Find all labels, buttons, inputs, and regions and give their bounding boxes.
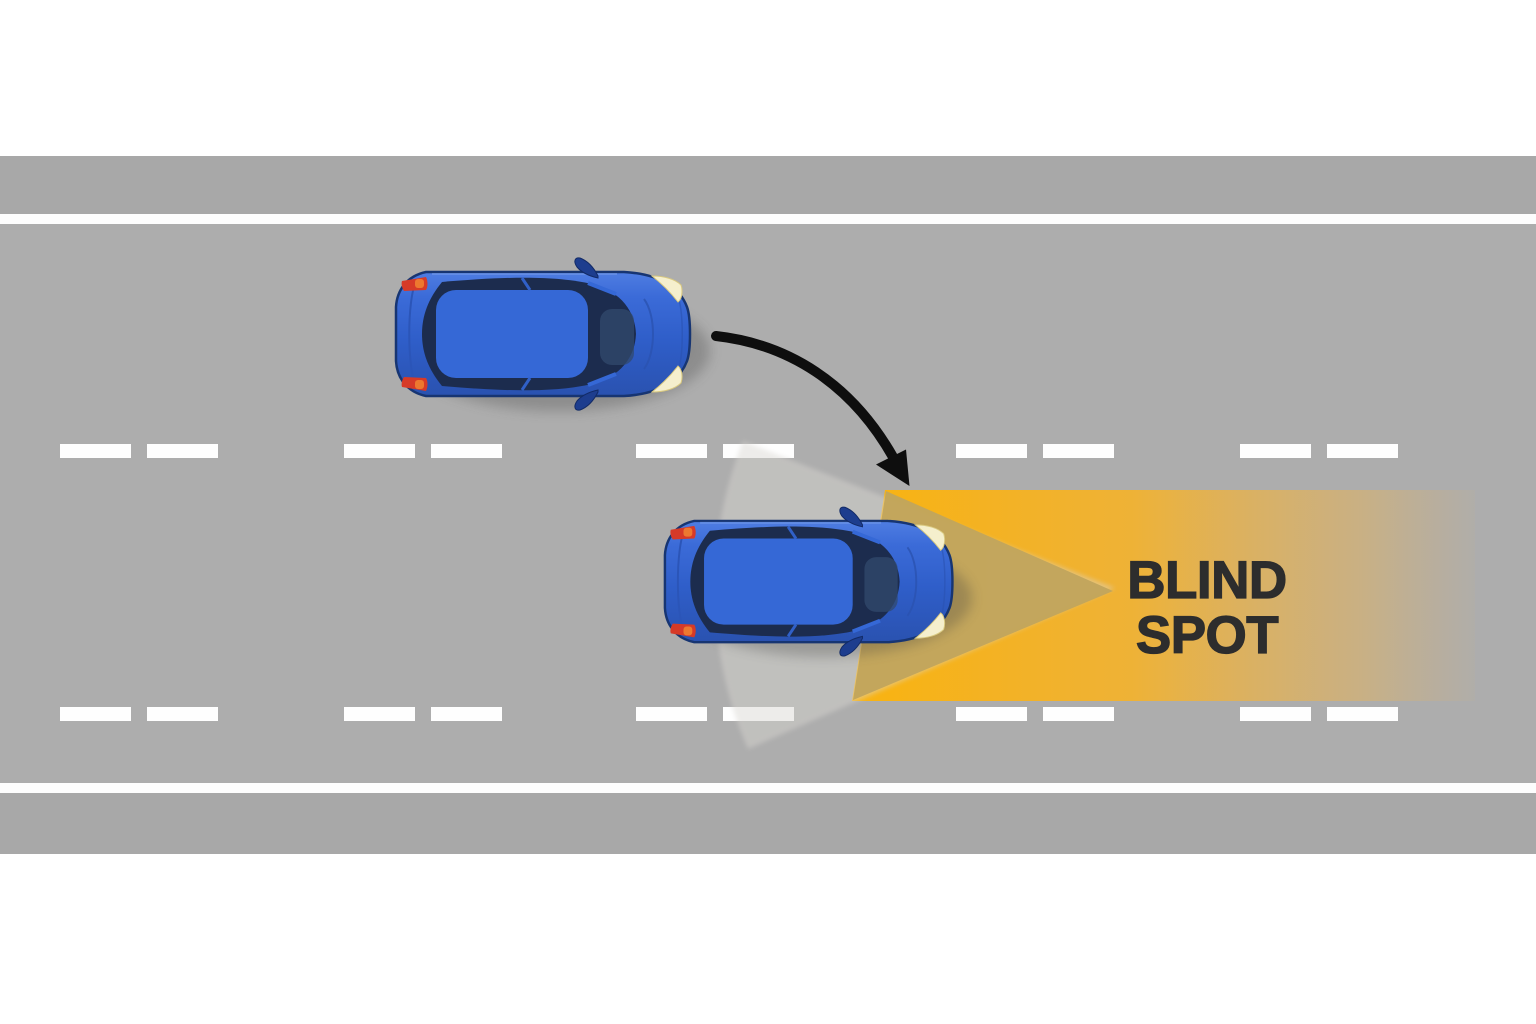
overtaking-car	[396, 258, 710, 411]
lane-marking-dash	[60, 707, 131, 721]
lane-marking-dash	[431, 444, 502, 458]
lane-marking-dash	[636, 707, 707, 721]
lane-marking-dash	[60, 444, 131, 458]
road-shoulder-top	[0, 156, 1536, 214]
lane-marking-dash	[956, 444, 1027, 458]
road-shoulder-bottom	[0, 793, 1536, 854]
driver-car	[665, 507, 972, 657]
lane-marking-dash	[344, 444, 415, 458]
lane-change-arrow-head	[876, 449, 910, 486]
lane-change-arrow-curve	[711, 331, 898, 462]
road-edge-line-top	[0, 214, 1536, 224]
lane-marking-dash	[147, 707, 218, 721]
lane-markings	[60, 444, 1398, 721]
lane-marking-dash	[636, 444, 707, 458]
lane-marking-dash	[1240, 444, 1311, 458]
road-edge-line-bottom	[0, 783, 1536, 793]
lane-marking-dash	[1043, 707, 1114, 721]
lane-marking-dash	[344, 707, 415, 721]
lane-marking-dash	[147, 444, 218, 458]
lane-marking-dash	[1327, 444, 1398, 458]
blind-spot-label: BLIND SPOT	[1127, 551, 1288, 666]
lane-change-arrow	[711, 331, 910, 486]
lane-marking-dash	[956, 707, 1027, 721]
lane-marking-dash	[1240, 707, 1311, 721]
lane-marking-dash	[1043, 444, 1114, 458]
lane-marking-dash	[1327, 707, 1398, 721]
blind-spot-zone	[852, 490, 1475, 701]
lane-marking-dash	[431, 707, 502, 721]
